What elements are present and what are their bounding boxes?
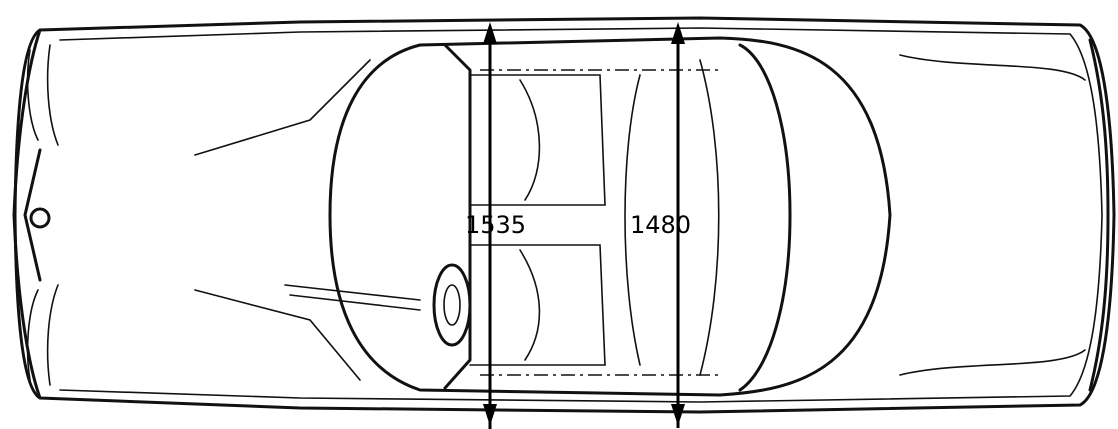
car-body-inner-outline (59, 27, 1103, 403)
emblem-icon (29, 207, 51, 229)
front-bumper (13, 28, 42, 400)
rear-bench (624, 59, 720, 376)
steering-wheel-icon (432, 263, 472, 347)
rear-bumper (1088, 38, 1110, 392)
hood-line-center (284, 284, 421, 311)
front-headlight-right (26, 284, 59, 386)
dimension-inner-track: 1480 (630, 22, 691, 428)
dimension-outer-track: 1535 (465, 22, 526, 429)
front-headlight-left (26, 44, 59, 146)
seat-front-upper (469, 74, 606, 206)
grille-chevron (23, 148, 42, 282)
hood-line-upper (194, 59, 371, 156)
cockpit-outline (328, 36, 892, 397)
car-body-outline (12, 16, 1116, 414)
rear-deck-line (899, 54, 1086, 376)
hood-line-lower (194, 289, 361, 381)
windshield-frame (443, 43, 472, 390)
seat-front-lower (469, 244, 606, 366)
rear-deck-outline (738, 43, 792, 392)
dimension-label-1535: 1535 (465, 211, 526, 239)
dimension-label-1480: 1480 (630, 211, 691, 239)
